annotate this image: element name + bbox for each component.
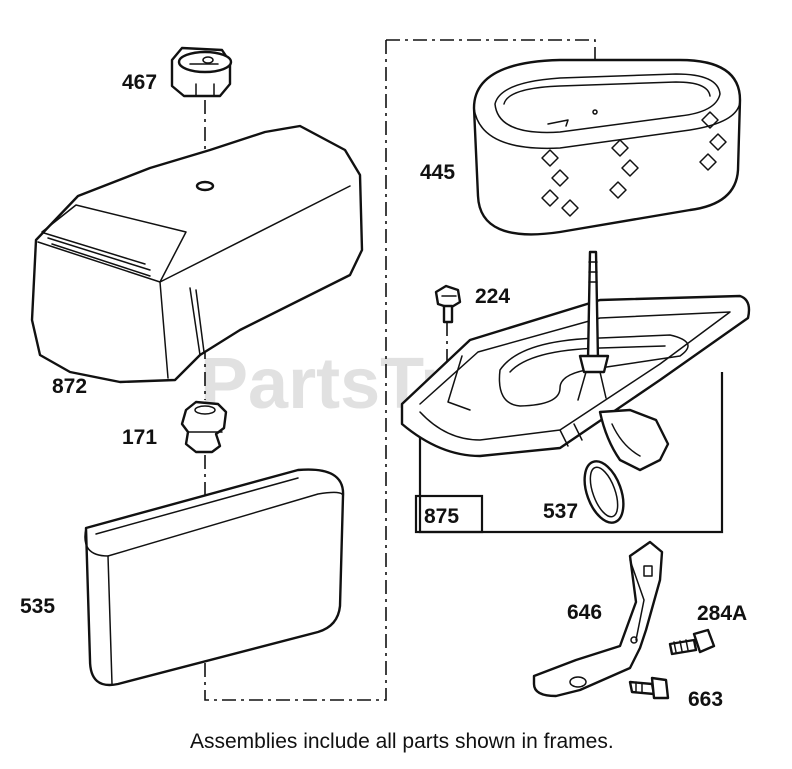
part-537-o-ring [583, 460, 625, 524]
label-875: 875 [424, 505, 459, 528]
label-224: 224 [475, 285, 510, 308]
part-872-air-cleaner-cover [30, 124, 364, 384]
label-171: 171 [122, 426, 157, 449]
part-663-bolt [628, 676, 670, 700]
part-171-nut [180, 400, 228, 454]
label-537: 537 [543, 500, 578, 523]
label-646: 646 [567, 601, 602, 624]
diagram-caption: Assemblies include all parts shown in fr… [190, 730, 614, 753]
label-467: 467 [122, 71, 157, 94]
part-284a-bolt [668, 628, 716, 656]
label-535: 535 [20, 595, 55, 618]
part-646-bracket [532, 540, 664, 698]
part-535-pre-cleaner [84, 468, 345, 687]
part-467-knob [170, 46, 233, 98]
label-284a: 284A [697, 602, 747, 625]
part-875-base-plate [400, 250, 751, 472]
label-872: 872 [52, 375, 87, 398]
label-663: 663 [688, 688, 723, 711]
label-445: 445 [420, 161, 455, 184]
assembly-875-frame [414, 372, 724, 534]
part-445-air-filter [472, 58, 742, 236]
part-224-screw [434, 284, 462, 324]
